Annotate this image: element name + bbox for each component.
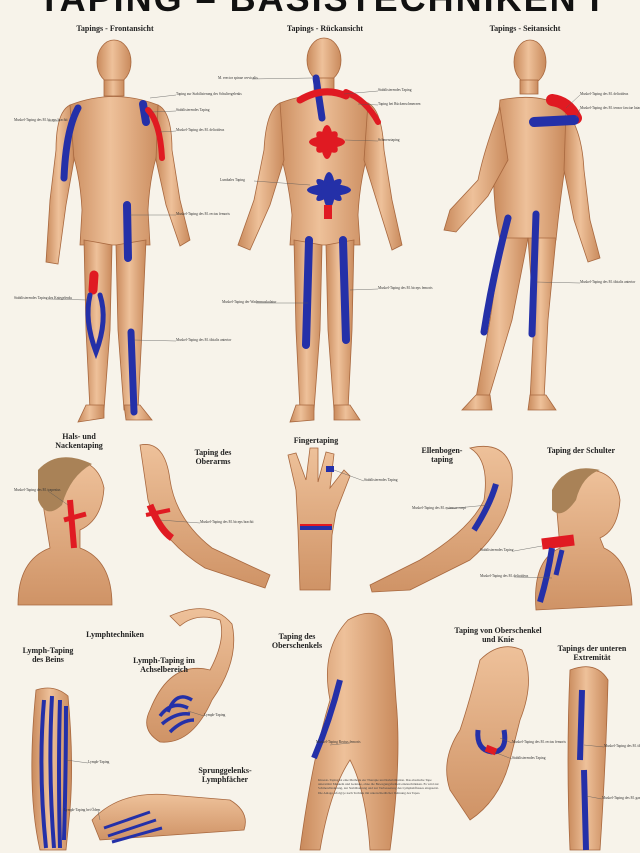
neck-woman [17, 457, 113, 606]
annotation-label: Muskel-Taping des M. tensor fasciae lata… [580, 106, 640, 110]
annotation-label: Muskel-Taping des M. biceps brachii [200, 520, 254, 524]
side-tapes [480, 94, 582, 338]
annotation-leader-line [151, 110, 177, 113]
upperarm-figure [139, 444, 271, 589]
annotation-label: Lymph-Taping bei Ödem [64, 808, 101, 812]
section-title-lower-ext: Tapings der unteren Extremität [557, 644, 627, 662]
annotation-leader-line [499, 737, 513, 744]
annotation-leader-line [344, 139, 379, 142]
annotation-label: Stabilisierendes Taping [378, 88, 412, 92]
annotation-leader-line [133, 339, 177, 342]
annotation-label: Muskel-Taping des M. deltoideus [580, 92, 629, 96]
knee-figure [446, 646, 529, 821]
section-title-lymph-leg: Lymph-Taping des Beins [22, 646, 74, 664]
annotation-leader-line [253, 180, 311, 186]
annotation-label: Muskel-Taping des M. extensor carpi [412, 506, 466, 510]
annotation-label: Muskel-Taping Rectus femoris [316, 740, 361, 744]
annotation-leader-line [97, 810, 101, 821]
ankle-figure [91, 793, 246, 844]
annotation-leader-line [47, 490, 69, 506]
section-title-side: Tapings - Seitansicht [489, 24, 561, 33]
annotation-label: Lymph-Taping [204, 713, 226, 717]
annotation-label: Muskel-Taping des M. tibialis anterior [176, 338, 232, 342]
annotation-label: Schmerztaping [378, 138, 400, 142]
section-title-thigh-knee: Taping von Oberschenkel und Knie [454, 626, 542, 644]
section-title-back: Tapings - Rückansicht [286, 24, 364, 33]
back-star-red [309, 125, 345, 159]
annotation-leader-line [329, 742, 351, 746]
annotation-label: Muskel-Taping des M. trapezius [14, 488, 61, 492]
section-title-lymph-axilla: Lymph-Taping im Achselbereich [133, 656, 195, 674]
annotation-label: Muskel-Taping des M. rectus femoris [176, 212, 230, 216]
annotation-leader-line [159, 519, 201, 524]
annotation-label: Muskel-Taping des M. tibialis anterior [604, 744, 640, 748]
annotation-label: Taping bei Rückenschmerzen [378, 102, 421, 106]
annotation-label: Lymph-Taping [88, 760, 110, 764]
front-figure [45, 39, 191, 423]
annotation-label: Muskel-Taping des M. deltoideus [480, 574, 529, 578]
annotation-leader-line [535, 281, 581, 284]
annotation-leader-line [513, 576, 553, 579]
section-title-shoulder: Taping der Schulter [546, 446, 615, 455]
section-title-lymph: Lymphtechniken [86, 630, 144, 639]
annotation-label: Lumbales Taping [220, 178, 245, 182]
annotation-label: Stabilisierendes Taping [512, 756, 546, 760]
section-title-neck: Hals- und Nackentaping [55, 432, 103, 450]
annotation-leader-line [187, 710, 205, 717]
hand-figure [287, 447, 351, 591]
annotation-leader-line [65, 759, 89, 764]
front-tapes [60, 100, 165, 416]
annotation-label: Stabilisierendes Taping [176, 108, 210, 112]
annotation-leader-line [585, 795, 603, 800]
annotation-label: Muskel-Taping des M. gastrocnemius [602, 796, 640, 800]
annotation-label: Muskel-Taping des M. biceps femoris [378, 286, 433, 290]
annotation-leader-line [445, 504, 489, 510]
annotation-label: Stabilisierendes Taping [364, 478, 398, 482]
annotation-label: Stabilisierendes Taping des Kniegelenks [14, 296, 73, 300]
section-title-ankle-lymph: Sprunggelenks-Lymphfächer [198, 766, 252, 784]
poster-title: TAPING – BASISTECHNIKEN I [0, 0, 640, 20]
shoulder-woman [535, 468, 633, 611]
annotation-label: Taping zur Stabilisierung des Schulterge… [176, 92, 242, 96]
thigh-woman [299, 612, 399, 851]
annotation-leader-line [357, 103, 379, 106]
section-title-upperarm: Taping des Oberarms [194, 448, 232, 466]
annotation-leader-line [583, 744, 605, 748]
back-tapes [296, 74, 381, 349]
description-text: Kinesio-Taping ist eine Methode zur Ther… [318, 778, 439, 795]
annotation-label: Muskel-Taping der Wadenmuskulatur [222, 300, 277, 304]
annotation-label: Stabilisierendes Taping [480, 548, 514, 552]
annotation-leader-line [47, 298, 89, 301]
side-figure [443, 39, 601, 411]
axilla-figure [146, 608, 235, 743]
section-title-finger: Fingertaping [293, 436, 339, 445]
annotation-leader-line [349, 288, 379, 291]
section-title-elbow: Ellenbogen-taping [421, 446, 463, 464]
back-figure [237, 37, 403, 423]
annotation-label: Muskel-Taping des M. biceps brachii [14, 118, 68, 122]
elbow-figure [369, 445, 513, 593]
annotation-label: M. erector spinae cervicalis [218, 76, 258, 80]
annotation-leader-line [513, 545, 543, 552]
section-title-thigh: Taping des Oberschenkels [271, 632, 323, 650]
annotation-leader-line [333, 469, 365, 482]
annotation-leader-line [575, 108, 581, 119]
lymph-leg [31, 687, 72, 851]
annotation-leader-line [251, 77, 313, 80]
annotation-leader-line [493, 751, 513, 760]
annotation-label: Muskel-Taping des M. tibialis anterior [580, 280, 636, 284]
lower-ext-leg [567, 666, 609, 851]
annotation-leader-line [343, 90, 379, 95]
annotation-leader-line [565, 94, 581, 109]
section-title-front: Tapings - Frontansicht [76, 24, 154, 33]
annotation-leader-line [149, 94, 177, 99]
annotation-label: Muskel-Taping des M. deltoideus [176, 128, 225, 132]
annotation-label: Muskel-Taping des M. rectus femoris [512, 740, 566, 744]
back-star-blue [307, 172, 351, 208]
annotation-leader-line [159, 130, 177, 133]
